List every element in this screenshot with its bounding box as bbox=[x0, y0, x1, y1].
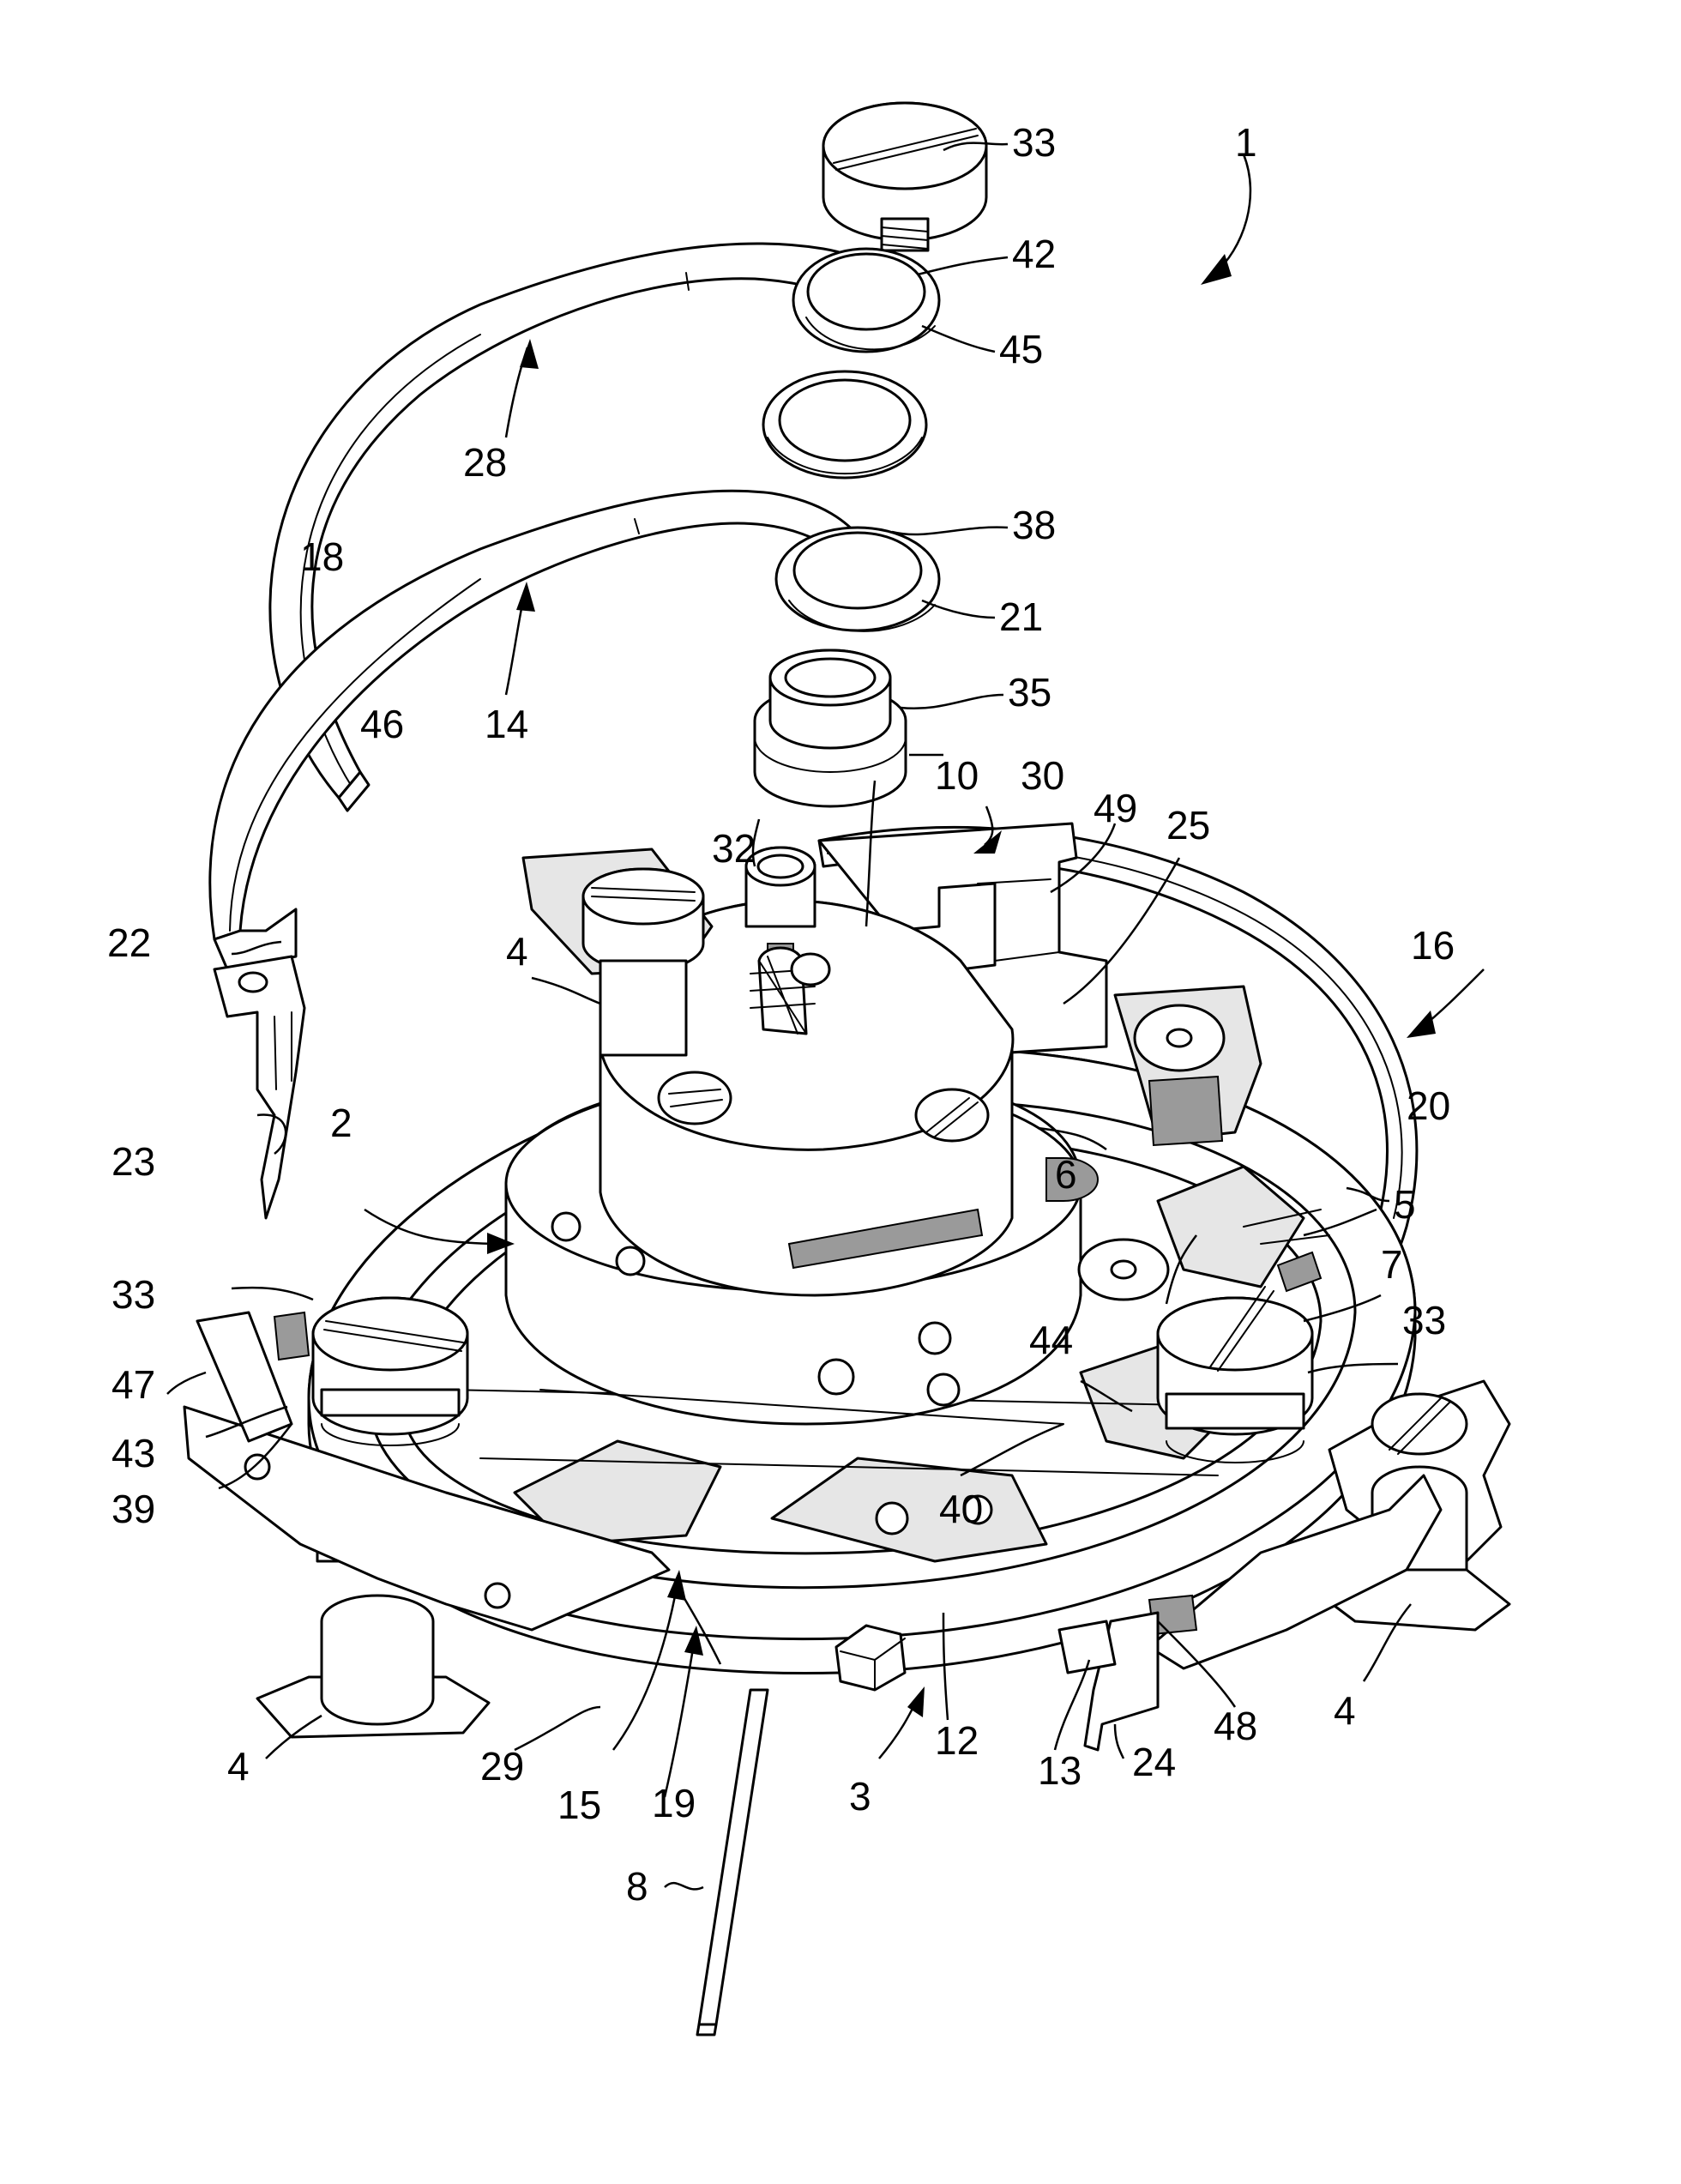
label-22: 22 bbox=[107, 920, 151, 965]
label-42: 42 bbox=[1012, 232, 1056, 276]
label-20: 20 bbox=[1407, 1083, 1450, 1128]
label-45: 45 bbox=[999, 327, 1043, 371]
label-29: 29 bbox=[480, 1744, 524, 1789]
spring-clip-24 bbox=[1059, 1613, 1158, 1750]
label-33-right: 33 bbox=[1402, 1298, 1446, 1342]
spacer-ring bbox=[763, 371, 926, 478]
label-16: 16 bbox=[1411, 923, 1455, 968]
label-3: 3 bbox=[849, 1774, 871, 1819]
label-18: 18 bbox=[300, 534, 344, 579]
label-33-left: 33 bbox=[111, 1272, 155, 1317]
top-screw-33 bbox=[823, 103, 986, 250]
label-7: 7 bbox=[1381, 1242, 1403, 1287]
label-4-bottom: 4 bbox=[227, 1744, 250, 1789]
label-44: 44 bbox=[1029, 1318, 1073, 1362]
label-25: 25 bbox=[1166, 803, 1210, 848]
label-24: 24 bbox=[1132, 1740, 1176, 1784]
label-4-right: 4 bbox=[1334, 1688, 1356, 1733]
label-23: 23 bbox=[111, 1139, 155, 1184]
label-12: 12 bbox=[935, 1718, 979, 1763]
label-8: 8 bbox=[626, 1864, 648, 1909]
label-39: 39 bbox=[111, 1487, 155, 1531]
label-35: 35 bbox=[1008, 670, 1051, 715]
label-32: 32 bbox=[712, 826, 756, 871]
label-38: 38 bbox=[1012, 503, 1056, 547]
label-46: 46 bbox=[360, 702, 404, 746]
label-5: 5 bbox=[1394, 1182, 1416, 1227]
label-1: 1 bbox=[1235, 120, 1257, 165]
label-14: 14 bbox=[485, 702, 528, 746]
label-43: 43 bbox=[111, 1431, 155, 1475]
label-21: 21 bbox=[999, 594, 1043, 639]
pillar-4-upper bbox=[523, 849, 712, 1055]
label-28: 28 bbox=[463, 440, 507, 485]
label-49: 49 bbox=[1094, 786, 1137, 830]
label-40: 40 bbox=[939, 1487, 983, 1531]
label-4-left: 4 bbox=[506, 929, 528, 974]
spring-clip-23 bbox=[214, 956, 304, 1218]
bush-35 bbox=[755, 650, 906, 806]
label-10: 10 bbox=[935, 753, 979, 798]
balance-staff-8 bbox=[697, 1690, 768, 2035]
screw-33-left bbox=[313, 1298, 467, 1445]
label-33-top: 33 bbox=[1012, 120, 1056, 165]
label-2: 2 bbox=[330, 1101, 352, 1145]
label-47: 47 bbox=[111, 1362, 155, 1407]
label-6: 6 bbox=[1055, 1152, 1077, 1197]
label-15: 15 bbox=[557, 1783, 601, 1827]
label-48: 48 bbox=[1214, 1704, 1257, 1748]
label-30: 30 bbox=[1021, 753, 1064, 798]
label-13: 13 bbox=[1038, 1748, 1082, 1793]
label-19: 19 bbox=[652, 1781, 696, 1825]
